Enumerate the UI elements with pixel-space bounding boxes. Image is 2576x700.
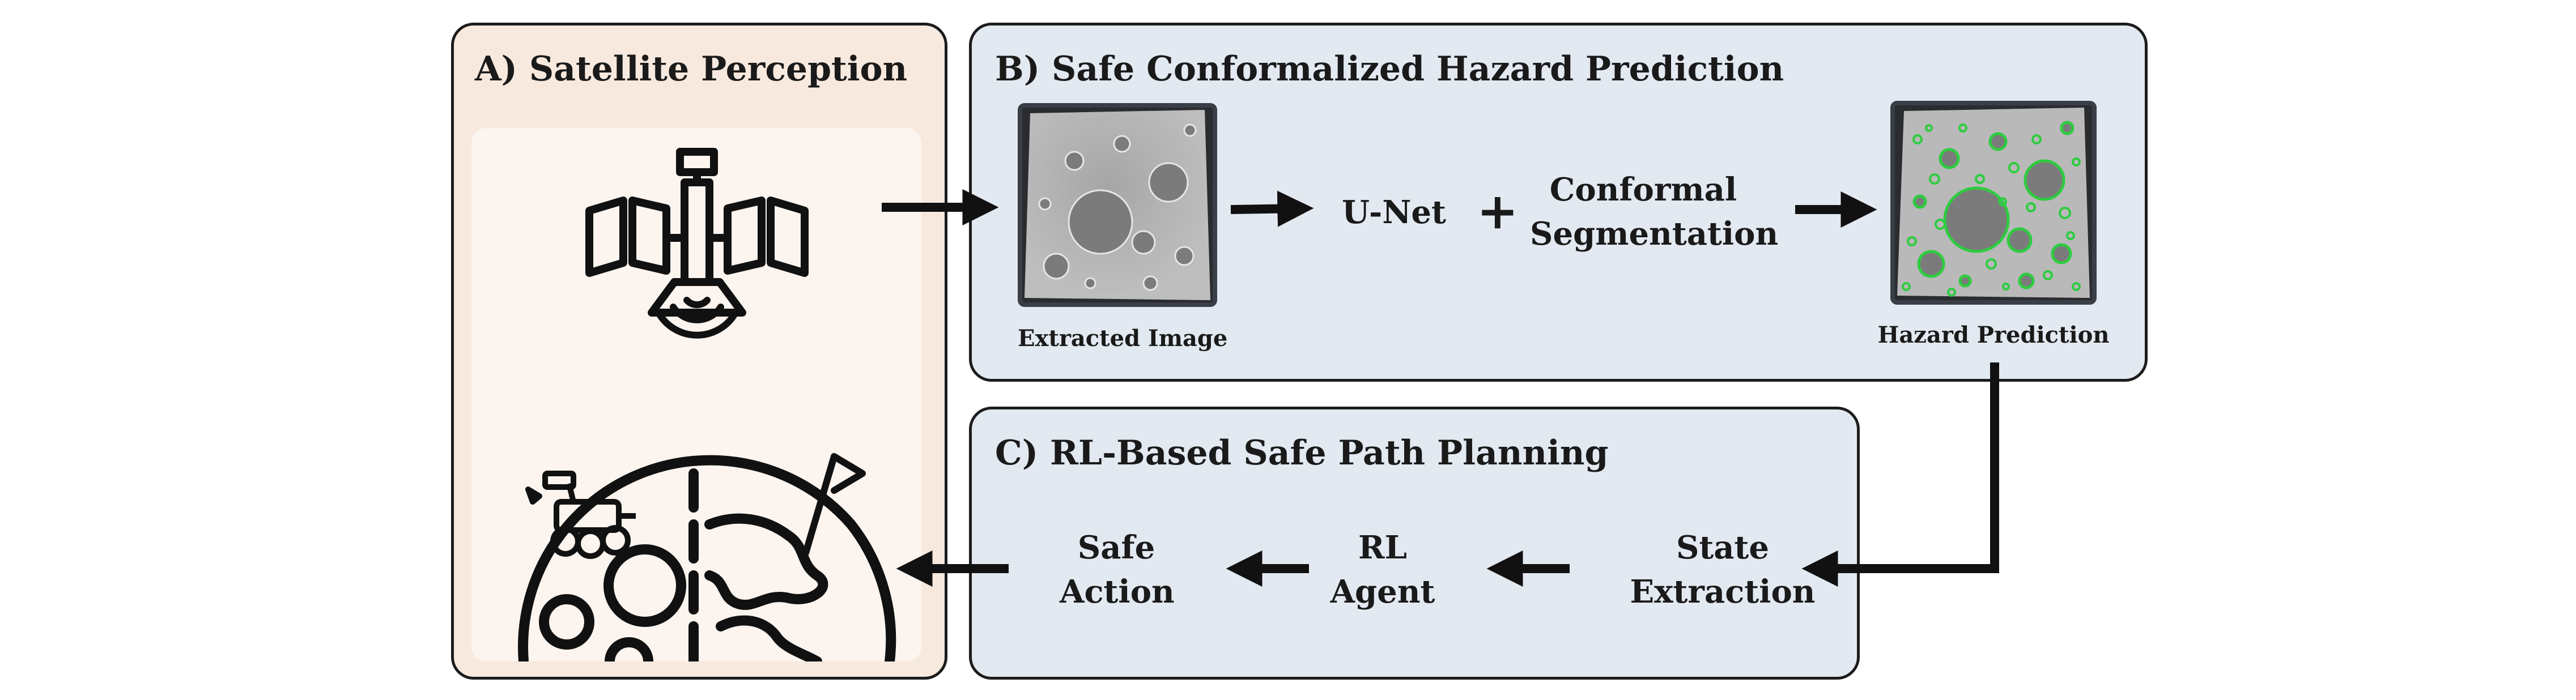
action-line-2: Action [1060,573,1175,611]
state-line-2: Extraction [1630,573,1816,611]
panel-path-planning [969,407,1860,680]
hazard-prediction-caption: Hazard Prediction [1877,322,2110,348]
conformal-segmentation-label: Conformal Segmentation [1530,168,1779,256]
rl-line-2: Agent [1330,573,1435,611]
panel-c-title: C) RL-Based Safe Path Planning [995,433,1609,473]
unet-label: U-Net [1337,190,1451,234]
action-line-1: Safe [1077,529,1155,566]
signal-waves-icon [655,297,739,339]
planet-icon [518,455,896,661]
extracted-image-caption: Extracted Image [1018,325,1228,352]
arrow-hazard-to-state [1801,362,1999,587]
flag-icon [802,453,866,556]
hazard-prediction-image [1890,101,2097,305]
satellite-icon [585,148,809,317]
panel-a-illustration-area [471,128,921,661]
extracted-image [1018,103,1217,307]
unet-text: U-Net [1342,194,1446,231]
conformal-line-2: Segmentation [1530,215,1779,253]
rl-agent-label: RL Agent [1326,526,1439,614]
arrow-image-to-unet [1230,190,1314,227]
panel-a-title: A) Satellite Perception [475,49,908,89]
conformal-line-1: Conformal [1549,171,1737,208]
state-line-1: State [1676,529,1770,566]
plus-sign: + [1477,181,1519,240]
rl-line-1: RL [1358,529,1407,566]
rover-icon [525,471,636,559]
safe-action-label: Safe Action [1060,526,1175,614]
state-extraction-label: State Extraction [1615,526,1830,614]
panel-b-title: B) Safe Conformalized Hazard Prediction [995,49,1784,89]
